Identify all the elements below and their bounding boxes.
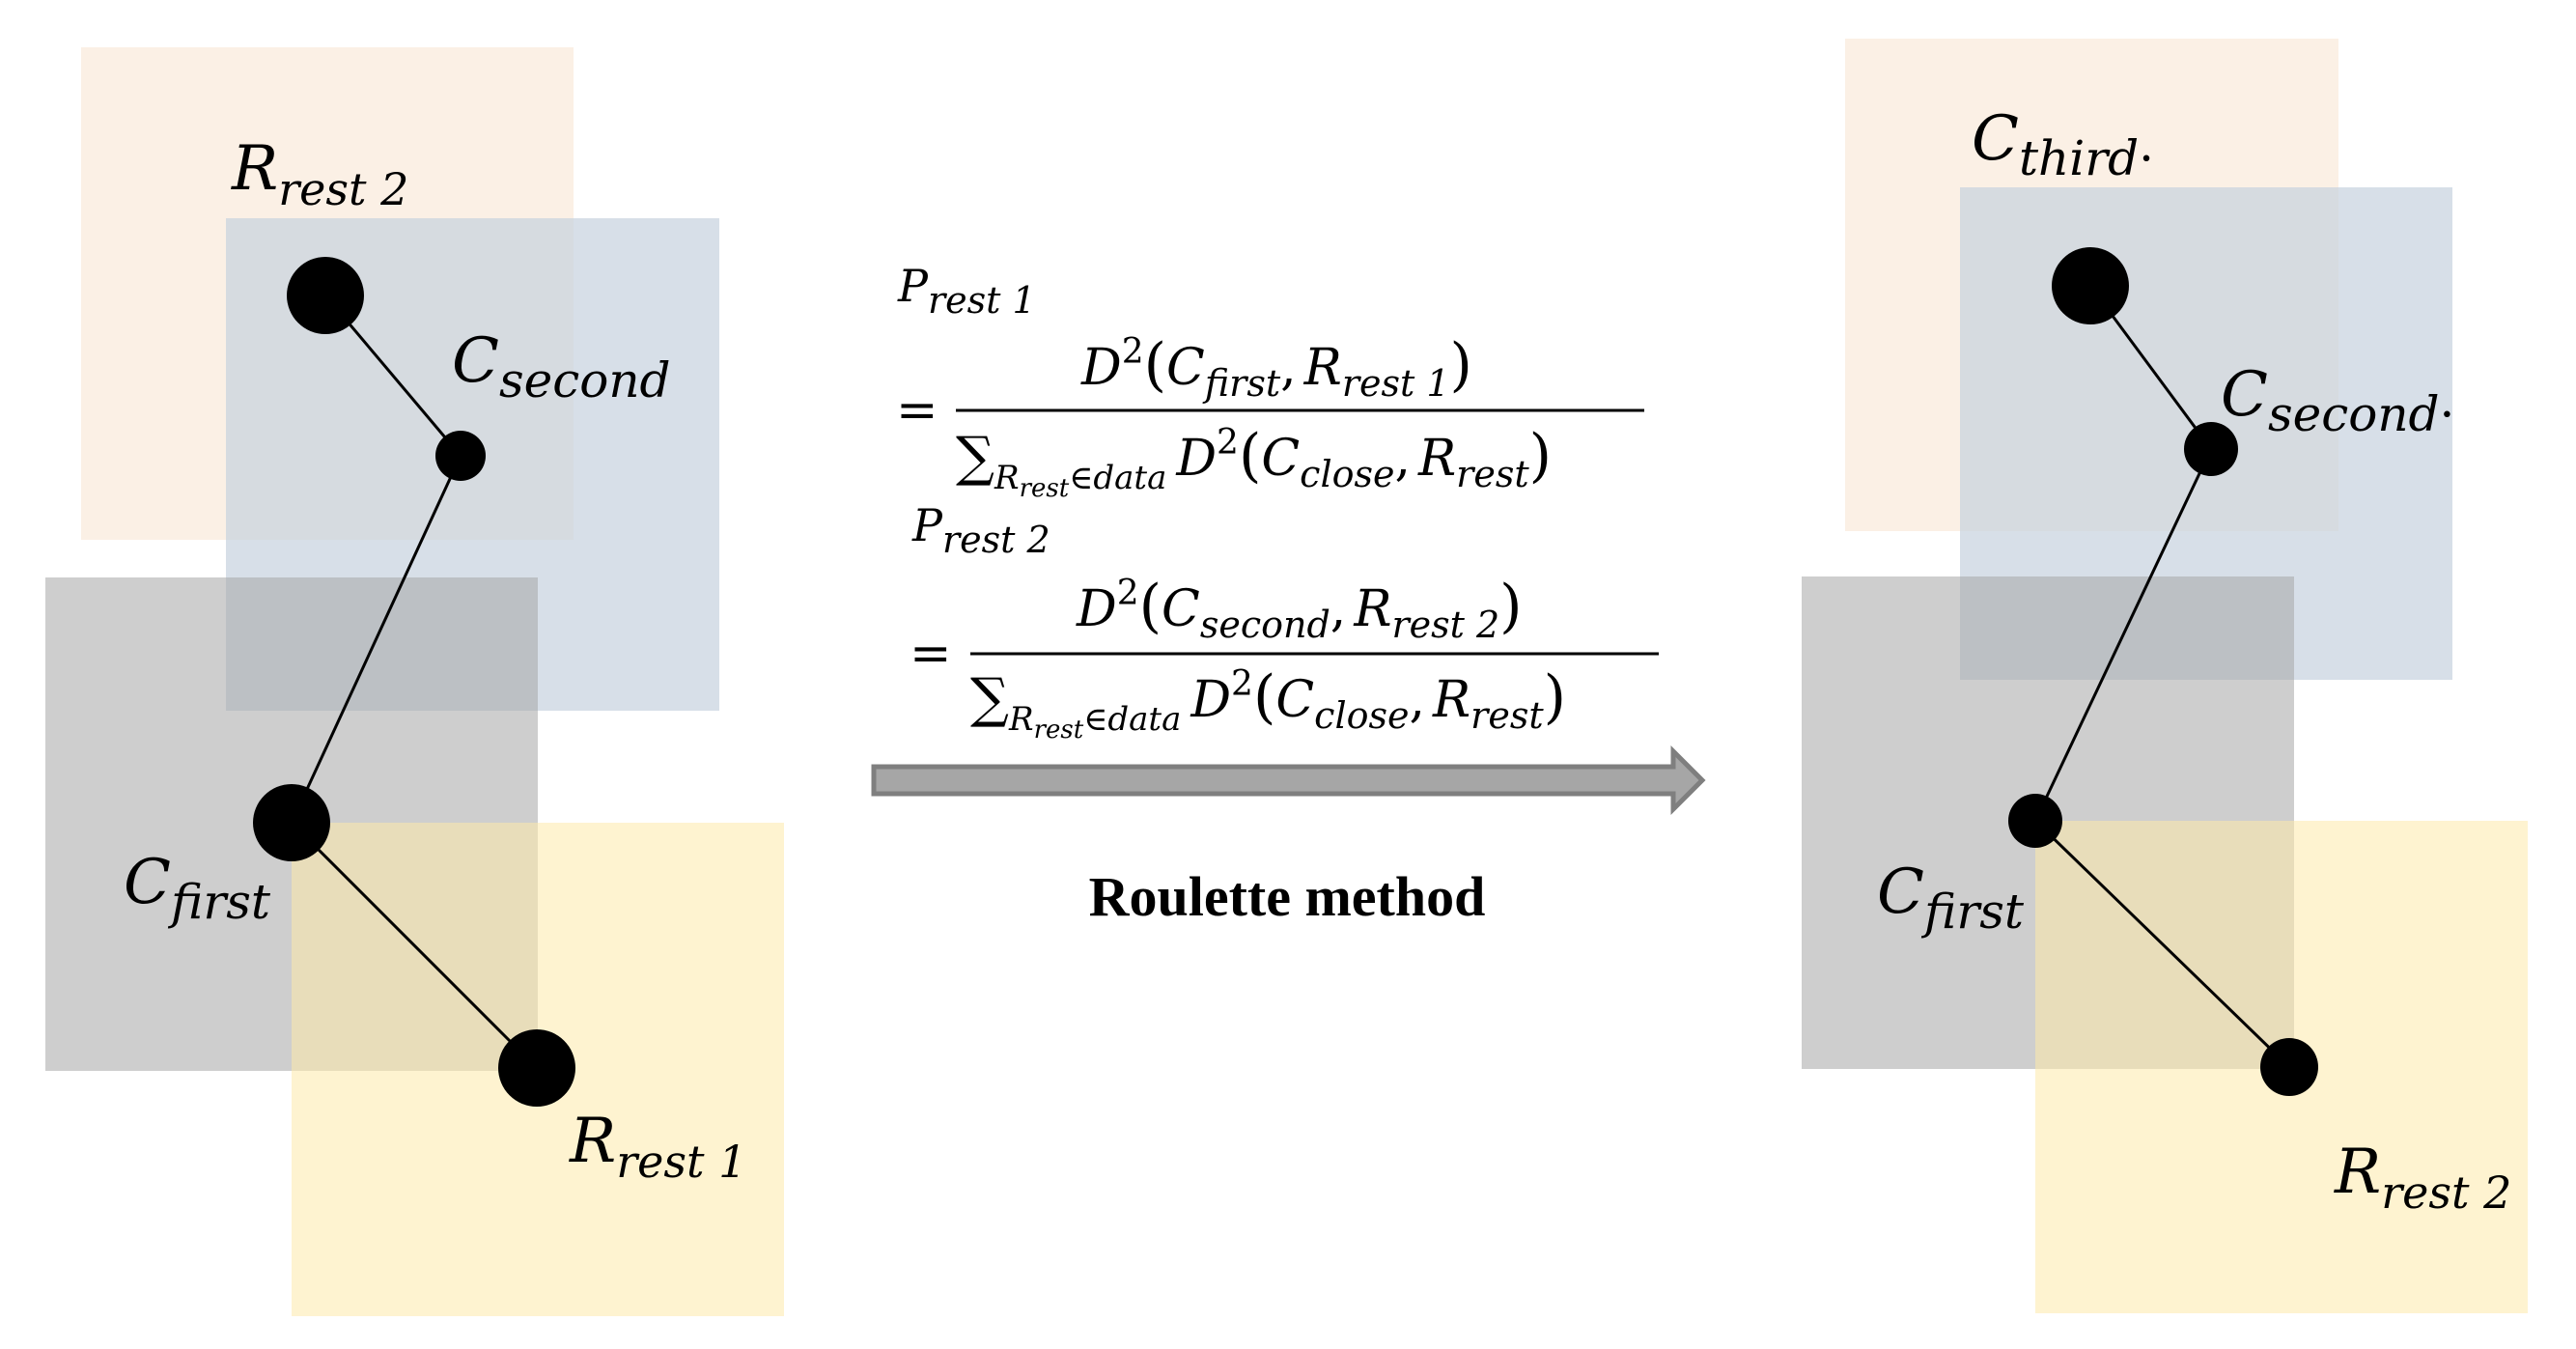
left-edge-cfirst-rrest1 bbox=[290, 821, 539, 1070]
left-edge-csecond-cfirst bbox=[290, 455, 462, 824]
right-node-csecond bbox=[2184, 422, 2238, 476]
right-label-rrest2: Rrest 2 bbox=[2334, 1137, 2511, 1219]
roulette-method-caption: Roulette method bbox=[1089, 865, 1486, 928]
left-node-cfirst bbox=[253, 784, 330, 861]
right-node-cthird bbox=[2052, 247, 2129, 324]
formula-p-rest1: Prest 1 = D2(Cfirst,Rrest 1) ∑Rrest∈data… bbox=[896, 260, 1644, 503]
formula2-equals: = bbox=[910, 625, 952, 683]
left-label-rrest1: Rrest 1 bbox=[569, 1106, 746, 1188]
right-node-cfirst bbox=[2008, 794, 2062, 848]
right-edge-cfirst-rrest2 bbox=[2033, 819, 2291, 1069]
formula-p-rest2: Prest 2 = D2(Csecond,Rrest 2) ∑Rrest∈dat… bbox=[910, 499, 1659, 745]
formula2-lhs: Prest 2 bbox=[911, 499, 1050, 561]
right-label-csecond: Csecond· bbox=[2221, 359, 2454, 442]
right-node-rrest2 bbox=[2260, 1038, 2318, 1096]
right-panel: Cthird· Csecond· Cfirst Rrest 2 bbox=[1802, 39, 2528, 1313]
formula1-equals: = bbox=[896, 381, 938, 439]
left-label-csecond: Csecond bbox=[452, 325, 671, 408]
formula1-lhs: Prest 1 bbox=[897, 260, 1036, 322]
formula2-numerator: D2(Csecond,Rrest 2) bbox=[1076, 573, 1523, 646]
formula1-numerator: D2(Cfirst,Rrest 1) bbox=[1080, 331, 1472, 405]
right-edge-csecond-cfirst bbox=[2033, 448, 2213, 822]
right-label-cthird: Cthird· bbox=[1972, 103, 2154, 186]
left-node-rrest2 bbox=[287, 257, 364, 334]
left-node-csecond bbox=[435, 431, 486, 481]
left-label-cfirst: Cfirst bbox=[124, 847, 271, 930]
left-label-rrest2: Rrest 2 bbox=[231, 133, 408, 215]
right-label-cfirst: Cfirst bbox=[1877, 857, 2025, 940]
left-node-rrest1 bbox=[498, 1029, 575, 1107]
left-panel: Rrest 2 Csecond Cfirst Rrest 1 bbox=[45, 47, 784, 1316]
right-arrow-icon bbox=[871, 745, 1706, 816]
